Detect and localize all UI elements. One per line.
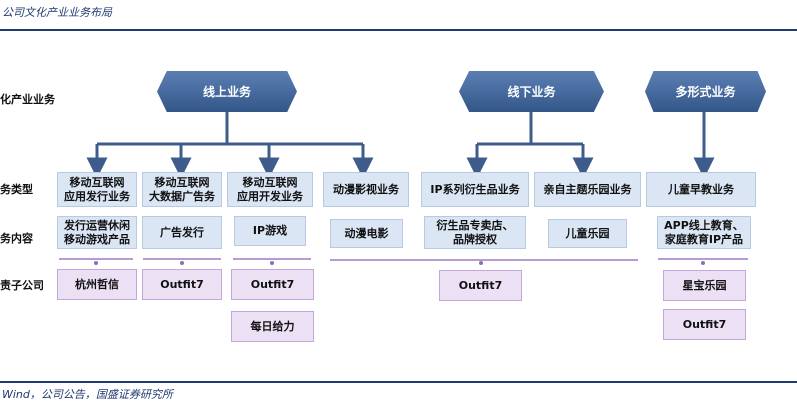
bottom-divider xyxy=(0,381,797,383)
bracket-dot-5 xyxy=(701,261,705,265)
row-label-business-type: 务类型 xyxy=(0,183,33,196)
top-divider xyxy=(0,29,797,31)
bracket-dot-3 xyxy=(270,261,274,265)
segment-multi-form: 多形式业务 xyxy=(645,71,766,112)
business-type-early-education: 儿童早教业务 xyxy=(646,172,756,207)
business-type-ip-derivatives: IP系列衍生品业务 xyxy=(421,172,529,207)
subsidiary-outfit7-offline: Outfit7 xyxy=(439,270,522,301)
content-animated-films: 动漫电影 xyxy=(330,219,403,248)
content-online-education: APP线上教育、 家庭教育IP产品 xyxy=(657,216,751,249)
business-type-animation-film: 动漫影视业务 xyxy=(323,172,409,207)
content-kids-park: 儿童乐园 xyxy=(548,219,627,248)
bracket-dot-4 xyxy=(479,261,483,265)
subsidiary-outfit7-dev: Outfit7 xyxy=(231,269,314,300)
business-type-app-publishing: 移动互联网 应用发行业务 xyxy=(57,172,137,207)
content-ad-publishing: 广告发行 xyxy=(142,216,222,249)
subsidiary-outfit7-ads: Outfit7 xyxy=(142,269,222,300)
subsidiary-outfit7-education: Outfit7 xyxy=(663,309,746,340)
bracket-dot-2 xyxy=(180,261,184,265)
business-type-theme-park: 亲自主题乐园业务 xyxy=(534,172,641,207)
content-casual-games: 发行运营休闲 移动游戏产品 xyxy=(57,216,137,249)
bracket-dot-1 xyxy=(94,261,98,265)
source-note: Wind，公司公告，国盛证券研究所 xyxy=(2,388,173,401)
figure-caption: 公司文化产业业务布局 xyxy=(2,6,112,19)
row-label-business-content: 务内容 xyxy=(0,232,33,245)
subsidiary-xingbao-park: 星宝乐园 xyxy=(663,270,746,301)
row-label-subsidiary: 责子公司 xyxy=(0,279,44,292)
content-ip-games: IP游戏 xyxy=(234,216,306,246)
segment-offline: 线下业务 xyxy=(459,71,604,112)
content-stores-licensing: 衍生品专卖店、 品牌授权 xyxy=(424,216,526,249)
row-label-industry: 化产业业务 xyxy=(0,93,55,106)
subsidiary-hangzhou-zhexin: 杭州哲信 xyxy=(57,269,137,300)
subsidiary-meiri-geili: 每日给力 xyxy=(231,311,314,342)
business-type-app-development: 移动互联网 应用开发业务 xyxy=(227,172,313,207)
business-type-big-data-ads: 移动互联网 大数据广告务 xyxy=(142,172,222,207)
segment-online: 线上业务 xyxy=(157,71,297,112)
